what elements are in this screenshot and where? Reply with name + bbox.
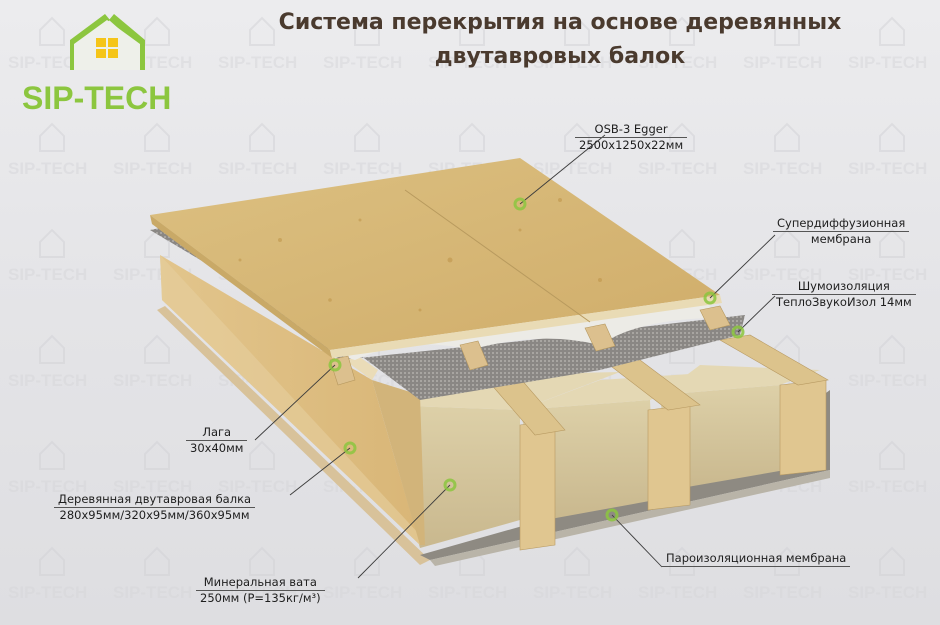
label-membrane: Супердиффузионная мембрана [773, 216, 910, 247]
title-line-1: Система перекрытия на основе деревянных [278, 10, 842, 35]
logo-text: SIP-TECH [22, 80, 172, 116]
osb-board [150, 158, 720, 350]
page-title: Система перекрытия на основе деревянных … [230, 6, 890, 74]
label-beam-name: Деревянная двутавровая балка [54, 492, 256, 508]
label-laga-size: 30x40мм [190, 441, 244, 455]
label-beam-sizes: 280x95мм/320x95мм/360x95мм [59, 508, 250, 522]
label-osb-name: OSB-3 Egger [575, 122, 688, 138]
label-laga: Лага 30x40мм [186, 425, 248, 456]
label-wool-spec: 250мм (P=135кг/м³) [200, 591, 321, 605]
i-beams [469, 334, 829, 551]
logo: SIP-TECH [10, 8, 205, 116]
leader-lines [254, 134, 776, 579]
noise-insulation [150, 228, 745, 400]
beam-bottom-flange [157, 306, 430, 565]
label-noise-name: Шумоизоляция [772, 279, 916, 295]
label-membrane-name-2: мембрана [810, 232, 872, 246]
house-hands-icon [70, 14, 145, 70]
label-vapor-membrane: Пароизоляционная мембрана [662, 551, 851, 567]
label-noise-insulation: Шумоизоляция ТеплоЗвукоИзол 14мм [772, 279, 916, 310]
label-membrane-name: Супердиффузионная [773, 216, 910, 232]
label-osb: OSB-3 Egger 2500x1250x22мм [575, 122, 688, 153]
title-line-2: двутавровых балок [434, 44, 686, 69]
lags [329, 305, 731, 386]
label-laga-name: Лага [186, 425, 248, 441]
label-wool-name: Минеральная вата [196, 575, 325, 591]
label-osb-size: 2500x1250x22мм [579, 138, 684, 152]
label-noise-product: ТеплоЗвукоИзол 14мм [776, 295, 912, 309]
callout-markers [328, 197, 745, 522]
label-vapor-name: Пароизоляционная мембрана [662, 551, 851, 567]
label-mineral-wool: Минеральная вата 250мм (P=135кг/м³) [196, 575, 325, 606]
label-beam: Деревянная двутавровая балка 280x95мм/32… [54, 492, 256, 523]
